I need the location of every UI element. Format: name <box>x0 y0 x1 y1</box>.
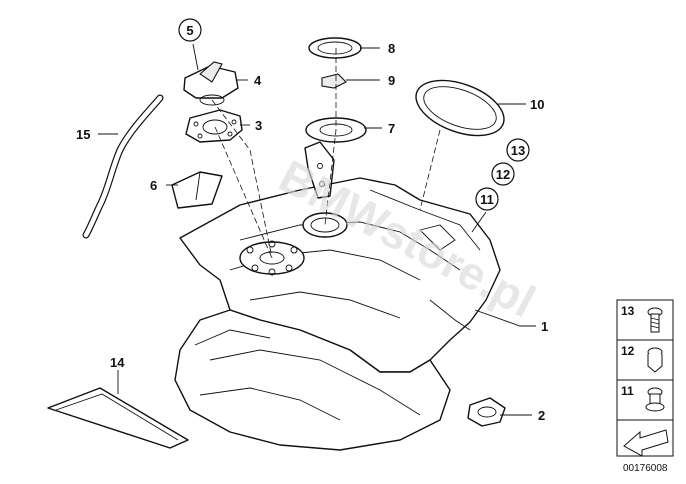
callout-10: 10 <box>530 97 544 112</box>
callout-15: 15 <box>76 127 90 142</box>
callout-8: 8 <box>388 41 395 56</box>
callout-6: 6 <box>150 178 157 193</box>
seal <box>321 73 347 89</box>
callout-1: 1 <box>541 319 548 334</box>
screw-icon <box>647 307 663 333</box>
fuel-pump-cover <box>183 61 239 106</box>
expanding-nut-icon <box>647 347 663 373</box>
callout-4: 4 <box>254 73 262 88</box>
locking-ring <box>308 37 362 59</box>
floor-pad <box>47 387 189 449</box>
rubber-mount <box>467 397 506 427</box>
legend-label-11: 11 <box>621 384 634 398</box>
svg-text:12: 12 <box>496 167 510 182</box>
callout-12: 12 <box>491 162 515 186</box>
hardware-legend: 13 12 11 <box>616 299 674 457</box>
vent-line <box>82 94 164 239</box>
alignment-lines <box>211 48 441 259</box>
callout-13: 13 <box>506 138 530 162</box>
legend-label-13: 13 <box>621 304 635 318</box>
svg-text:5: 5 <box>186 23 193 38</box>
grommet-icon <box>645 387 665 412</box>
callout-9: 9 <box>388 73 395 88</box>
diagram-number: 00176008 <box>623 463 668 474</box>
callout-2: 2 <box>538 408 545 423</box>
callout-7: 7 <box>388 121 395 136</box>
callout-5: 5 <box>178 18 202 42</box>
large-ring <box>415 79 505 137</box>
leader-lines <box>98 43 536 416</box>
fuel-tank <box>174 177 501 451</box>
callout-3: 3 <box>255 118 262 133</box>
callout-11: 11 <box>475 187 499 211</box>
svg-text:11: 11 <box>480 192 494 207</box>
callout-14: 14 <box>110 355 125 370</box>
direction-arrow-icon <box>623 429 669 457</box>
gasket <box>185 109 243 143</box>
legend-label-12: 12 <box>621 344 635 358</box>
foam-pad <box>171 171 223 209</box>
svg-text:13: 13 <box>511 143 525 158</box>
